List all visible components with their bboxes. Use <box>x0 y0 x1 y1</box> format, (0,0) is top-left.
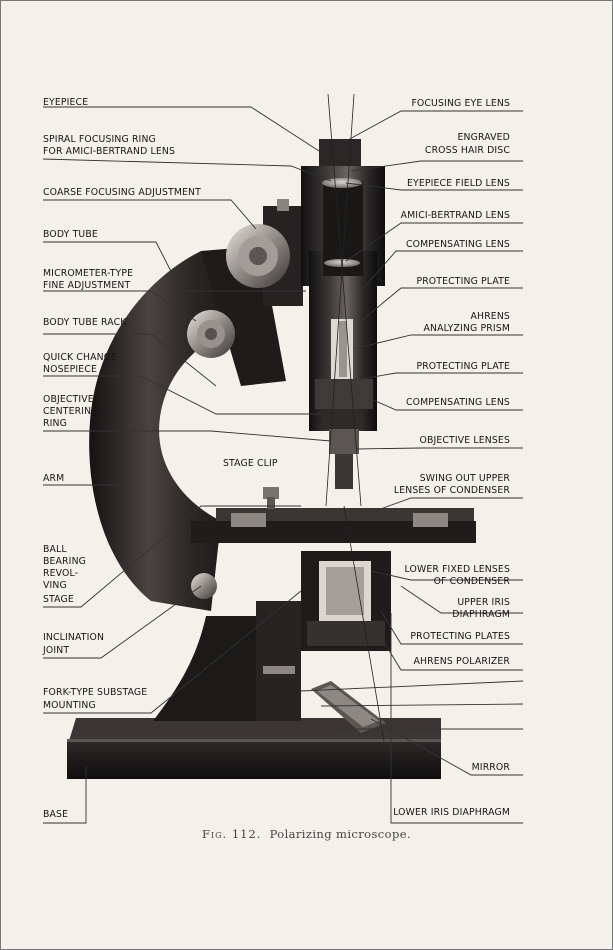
label-mirror: MIRROR <box>471 762 510 773</box>
label-objective: OBJECTIVE <box>43 394 94 405</box>
figure-number: Fig. 112. <box>202 827 262 841</box>
label-compensating-lens-1: COMPENSATING LENS <box>406 239 510 250</box>
label-ving: VING <box>43 580 67 591</box>
label-bearing: BEARING <box>43 556 87 567</box>
left-leader-lines <box>42 106 332 824</box>
label-spiral-focusing-ring: SPIRAL FOCUSING RING <box>43 134 156 145</box>
pillar-shape <box>153 601 301 721</box>
arm-shape <box>89 246 286 611</box>
figure-caption: Fig. 112. Polarizing microscope. <box>1 827 612 841</box>
label-upper-iris-diaphragm: DIAPHRAGM <box>452 609 510 620</box>
label-lower-fixed-lenses: LOWER FIXED LENSES <box>404 564 510 575</box>
base-shape <box>67 718 441 779</box>
label-joint: JOINT <box>43 645 70 656</box>
stage-shape <box>191 487 476 543</box>
label-eyepiece: EYEPIECE <box>43 97 89 108</box>
label-swing-out-upper: SWING OUT UPPER <box>419 473 510 484</box>
label-micrometer-line2: FINE ADJUSTMENT <box>43 280 131 291</box>
label-lenses-of-condenser: LENSES OF CONDENSER <box>393 485 510 496</box>
label-protecting-plate-1: PROTECTING PLATE <box>416 276 510 287</box>
right-leader-lines <box>300 110 524 824</box>
label-ring: RING <box>43 418 67 429</box>
label-fork-type: FORK-TYPE SUBSTAGE <box>43 687 148 698</box>
coarse-focus-knob <box>226 199 303 306</box>
label-base: BASE <box>43 809 69 820</box>
label-ball: BALL <box>43 544 67 555</box>
label-protecting-plates: PROTECTING PLATES <box>410 631 510 642</box>
label-lower-iris-diaphragm: LOWER IRIS DIAPHRAGM <box>393 807 510 818</box>
label-quick-change: QUICK CHANGE <box>43 352 118 363</box>
label-eyepiece-field-lens: EYEPIECE FIELD LENS <box>407 178 510 189</box>
label-inclination: INCLINATION <box>43 632 105 643</box>
fine-adjustment-knob <box>187 310 235 358</box>
label-revol: REVOL- <box>43 568 79 579</box>
label-ahrens-polarizer: AHRENS POLARIZER <box>413 656 510 667</box>
label-compensating-lens-2: COMPENSATING LENS <box>406 397 510 408</box>
substage-shape <box>191 551 391 651</box>
label-objective-lenses: OBJECTIVE LENSES <box>419 435 510 446</box>
label-upper-iris: UPPER IRIS <box>457 597 510 608</box>
label-coarse-focusing: COARSE FOCUSING ADJUSTMENT <box>43 187 201 198</box>
label-spiral-focusing-ring-line2: FOR AMICI-BERTRAND LENS <box>43 146 176 157</box>
figure-title: Polarizing microscope. <box>269 827 411 841</box>
body-tube-shape <box>301 139 385 489</box>
light-rays <box>325 93 385 742</box>
label-centering: CENTERING <box>43 406 99 417</box>
label-focusing-eye-lens: FOCUSING EYE LENS <box>411 98 510 109</box>
label-stage-clip: STAGE CLIP <box>223 458 278 469</box>
label-engraved: ENGRAVED <box>457 132 510 143</box>
label-body-tube: BODY TUBE <box>43 229 98 240</box>
label-mounting: MOUNTING <box>43 700 96 711</box>
label-body-tube-rack: BODY TUBE RACK <box>43 317 127 328</box>
label-cross-hair-disc: CROSS HAIR DISC <box>424 145 510 156</box>
label-of-condenser: OF CONDENSER <box>433 576 510 587</box>
label-protecting-plate-2: PROTECTING PLATE <box>416 361 510 372</box>
label-stage: STAGE <box>43 594 74 605</box>
label-amici-bertrand-lens: AMICI-BERTRAND LENS <box>400 210 510 221</box>
label-analyzing-prism: ANALYZING PRISM <box>423 323 510 334</box>
label-micrometer: MICROMETER-TYPE <box>43 268 134 279</box>
label-ahrens: AHRENS <box>470 311 510 322</box>
label-nosepiece: NOSEPIECE <box>43 364 97 375</box>
label-arm: ARM <box>43 473 65 484</box>
